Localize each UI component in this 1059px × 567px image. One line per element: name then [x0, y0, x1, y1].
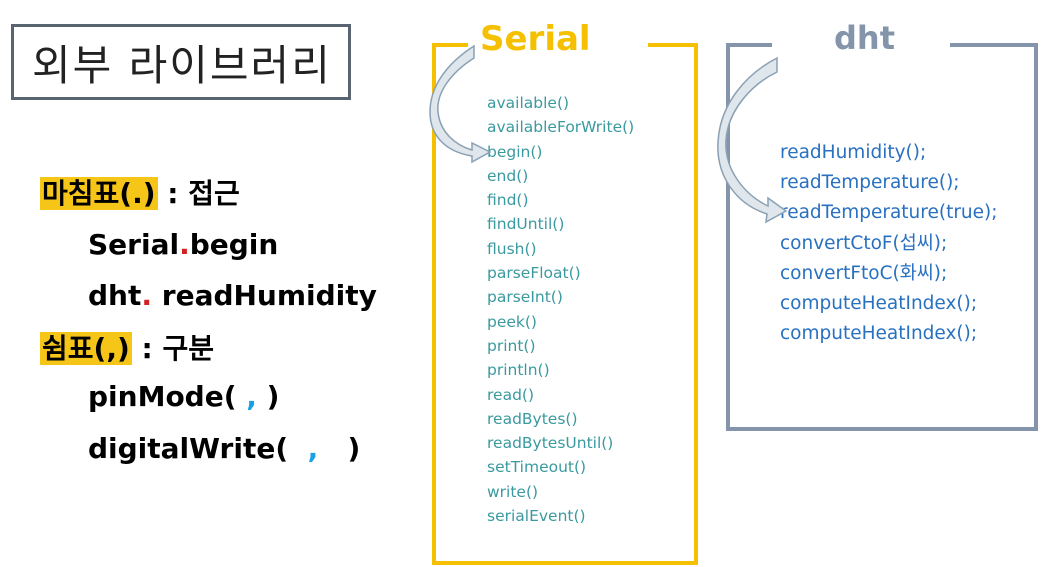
example1-object: Serial — [88, 228, 180, 261]
serial-method-item: peek() — [487, 312, 537, 331]
dht-method-item: readTemperature(true); — [780, 202, 998, 224]
example4-close: ) — [318, 432, 361, 465]
serial-title: Serial — [468, 18, 648, 60]
serial-method-item: println() — [487, 361, 550, 380]
dht-method-item: computeHeatIndex(); — [780, 292, 978, 314]
serial-method-item: find() — [487, 191, 529, 210]
period-desc: : 접근 — [157, 177, 240, 210]
serial-method-item: print() — [487, 336, 536, 355]
serial-method-item: parseFloat() — [487, 264, 581, 283]
serial-method-item: readBytes() — [487, 409, 578, 428]
example3-comma: , — [236, 380, 257, 413]
dht-method-item: readTemperature(); — [780, 172, 960, 194]
example2-object: dht — [88, 279, 142, 312]
example-serial-begin: Serial.begin — [88, 228, 278, 261]
example4-comma: , — [288, 432, 319, 465]
example1-dot: . — [179, 228, 190, 261]
comma-heading: 쉼표(,) : 구분 — [40, 327, 214, 367]
serial-method-item: flush() — [487, 239, 537, 258]
example-dht-readhumidity: dht. readHumidity — [88, 279, 377, 312]
serial-method-item: end() — [487, 166, 529, 185]
dht-curved-arrow-icon — [717, 56, 788, 224]
dht-method-item: convertCtoF(섭씨); — [780, 232, 948, 254]
comma-desc: : 구분 — [131, 332, 214, 365]
example3-close: ) — [256, 380, 280, 413]
serial-method-item: readBytesUntil() — [487, 434, 614, 453]
dht-title: dht — [772, 18, 950, 60]
serial-curved-arrow-icon — [429, 44, 492, 164]
dht-method-item: readHumidity(); — [780, 142, 927, 163]
serial-method-item: serialEvent() — [487, 507, 586, 526]
serial-method-item: read() — [487, 385, 534, 404]
example2-dot: . — [141, 279, 153, 312]
example1-method: begin — [189, 228, 279, 261]
example4-func: digitalWrite( — [88, 432, 289, 465]
example3-func: pinMode( — [88, 380, 237, 413]
period-label: 마침표(.) — [40, 177, 158, 210]
serial-method-item: available() — [487, 94, 570, 112]
example2-method: readHumidity — [152, 279, 377, 312]
serial-method-item: begin() — [487, 142, 543, 161]
period-heading: 마침표(.) : 접근 — [40, 172, 240, 212]
dht-method-item: computeHeatIndex(); — [780, 323, 978, 345]
page-title: 외부 라이브러리 — [11, 24, 351, 100]
serial-method-list: available() availableForWrite() begin() end… — [487, 91, 634, 528]
example-pinmode: pinMode( , ) — [88, 380, 279, 413]
serial-method-item: availableForWrite() — [487, 118, 635, 137]
serial-method-item: parseInt() — [487, 288, 563, 307]
dht-method-item: convertFtoC(화씨); — [780, 262, 948, 284]
dht-method-list: readHumidity(); readTemperature(); readTem… — [780, 138, 997, 349]
serial-method-item: write() — [487, 482, 539, 501]
example-digitalwrite: digitalWrite( , ) — [88, 432, 360, 465]
comma-label: 쉼표(,) — [40, 332, 132, 365]
serial-method-item: findUntil() — [487, 215, 565, 234]
serial-method-item: setTimeout() — [487, 458, 587, 477]
